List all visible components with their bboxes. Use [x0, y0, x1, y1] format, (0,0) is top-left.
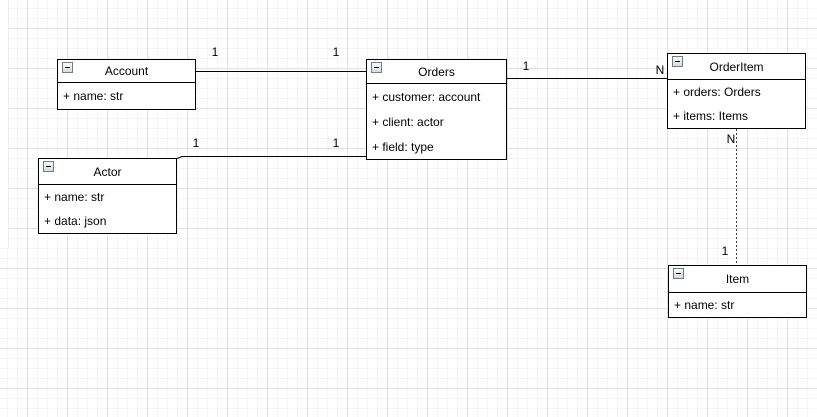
multiplicity-label[interactable]: 1	[721, 244, 729, 258]
class-box-account[interactable]: Account + name: str	[57, 59, 196, 110]
multiplicity-label[interactable]: N	[655, 63, 665, 77]
class-title-bar: Account	[58, 60, 195, 83]
multiplicity-label[interactable]: 1	[192, 136, 200, 150]
class-name: Account	[104, 64, 149, 78]
collapse-icon[interactable]	[371, 62, 382, 73]
multiplicity-label[interactable]: 1	[211, 45, 219, 59]
minus-glyph	[374, 67, 379, 68]
multiplicity-label[interactable]: 1	[332, 45, 340, 59]
page-edge-gutter	[0, 0, 9, 248]
class-box-orderitem[interactable]: OrderItem + orders: Orders + items: Item…	[667, 53, 806, 129]
multiplicity-label[interactable]: N	[726, 132, 736, 146]
class-name: Orders	[418, 64, 455, 79]
class-attribute: + customer: account	[372, 89, 481, 104]
multiplicity-label[interactable]: 1	[522, 59, 530, 73]
class-name: Item	[725, 272, 750, 286]
class-box-orders[interactable]: Orders + customer: account + client: act…	[366, 59, 507, 160]
class-attribute: + name: str	[63, 89, 124, 103]
class-title-bar: Actor	[39, 159, 176, 185]
collapse-icon[interactable]	[62, 62, 73, 73]
class-name: OrderItem	[709, 59, 764, 74]
class-title-bar: OrderItem	[668, 54, 805, 80]
multiplicity-label[interactable]: 1	[332, 136, 340, 150]
class-attribute: + client: actor	[372, 114, 444, 129]
edge-actor-orders[interactable]	[176, 156, 366, 159]
collapse-icon[interactable]	[43, 161, 54, 172]
class-name: Actor	[93, 164, 122, 179]
minus-glyph	[676, 273, 681, 274]
class-attribute: + name: str	[44, 190, 105, 204]
class-box-item[interactable]: Item + name: str	[668, 265, 807, 318]
class-attribute: + name: str	[674, 298, 735, 312]
collapse-icon[interactable]	[672, 56, 683, 67]
minus-glyph	[675, 61, 680, 62]
class-attribute: + orders: Orders	[673, 85, 761, 99]
class-box-actor[interactable]: Actor + name: str + data: json	[38, 158, 177, 234]
class-title-bar: Item	[669, 266, 806, 293]
class-attribute: + field: type	[372, 139, 434, 154]
minus-glyph	[46, 166, 51, 167]
collapse-icon[interactable]	[673, 268, 684, 279]
class-attribute: + items: Items	[673, 109, 749, 123]
class-attribute: + data: json	[44, 214, 107, 228]
class-title-bar: Orders	[367, 60, 506, 84]
minus-glyph	[65, 67, 70, 68]
